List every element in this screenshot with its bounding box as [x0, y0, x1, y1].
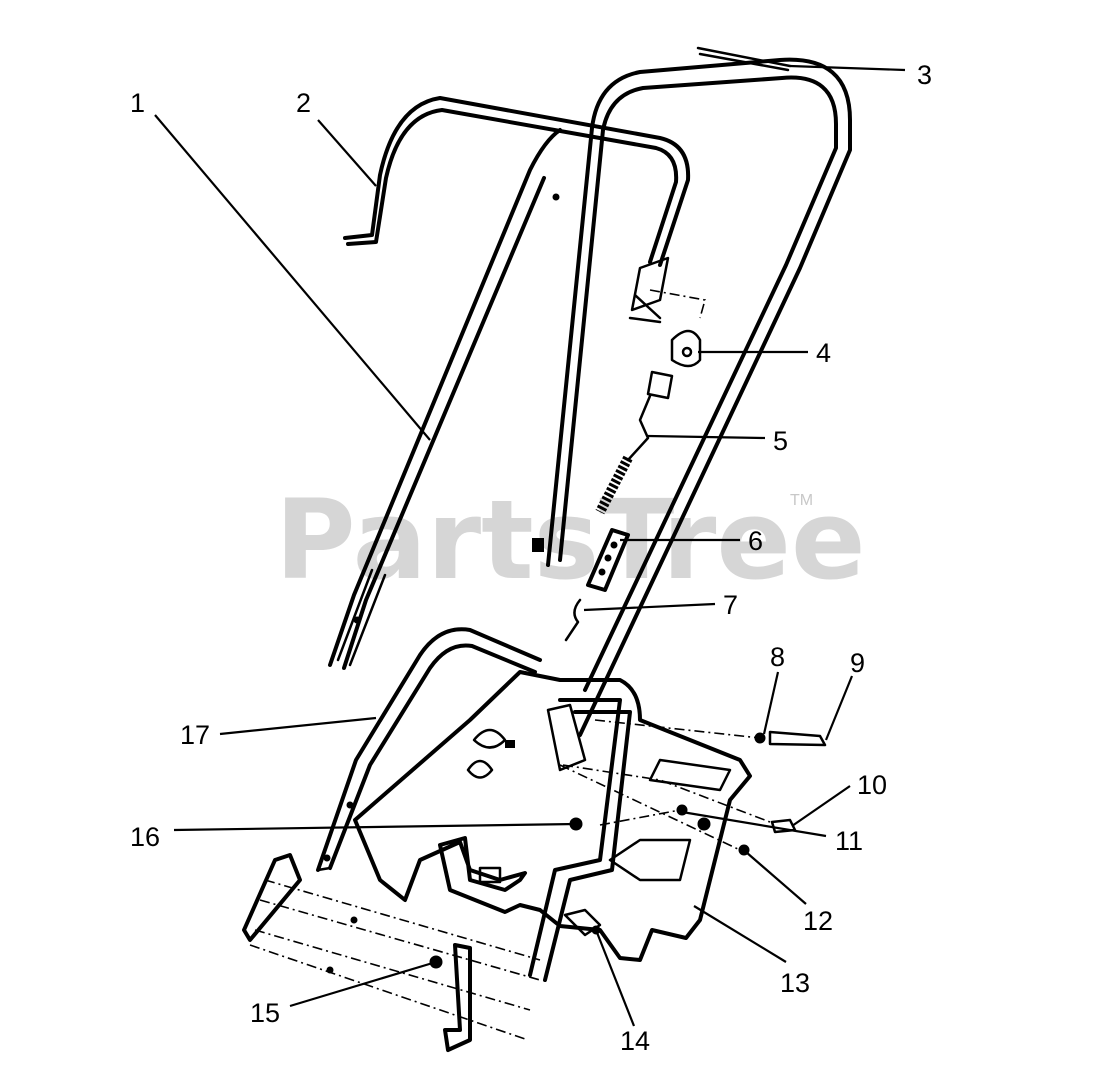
adjustment-bracket — [586, 528, 630, 592]
callout-6: 6 — [748, 526, 763, 556]
callout-2: 2 — [296, 88, 311, 118]
callout-9: 9 — [850, 648, 865, 678]
leader-lines — [154, 64, 906, 1027]
callout-10: 10 — [857, 770, 887, 800]
callout-13: 13 — [780, 968, 810, 998]
callout-1: 1 — [130, 88, 145, 118]
control-bail — [343, 96, 707, 324]
knob — [532, 538, 544, 552]
hardware — [429, 719, 827, 969]
hairpin-clip — [564, 598, 582, 642]
nut-13-icon — [697, 817, 711, 831]
right-handle-bracket — [528, 698, 632, 982]
partstree-watermark: PartsTree TM — [275, 476, 866, 604]
cable-cap — [670, 329, 702, 368]
callout-14: 14 — [620, 1026, 650, 1056]
callout-16: 16 — [130, 822, 160, 852]
deck-plate — [353, 670, 752, 962]
spring-assembly — [595, 370, 674, 515]
callout-3: 3 — [917, 60, 932, 90]
lower-handle-frame — [316, 627, 542, 872]
upper-handle — [546, 46, 852, 737]
callout-labels: 1 2 3 4 5 6 7 8 9 10 11 12 13 14 15 16 1… — [130, 60, 932, 1056]
watermark-text: PartsTree — [275, 476, 866, 604]
callout-7: 7 — [723, 590, 738, 620]
callout-17: 17 — [180, 720, 210, 750]
watermark-trademark: TM — [790, 492, 813, 509]
height-adjuster — [563, 908, 602, 937]
callout-5: 5 — [773, 426, 788, 456]
callout-8: 8 — [770, 642, 785, 672]
axle-bracket — [242, 853, 541, 1052]
callout-11: 11 — [835, 826, 863, 856]
callout-12: 12 — [803, 906, 833, 936]
lower-handle-left — [328, 128, 562, 670]
callout-15: 15 — [250, 998, 280, 1028]
callout-4: 4 — [816, 338, 831, 368]
bolt-9-icon — [768, 730, 827, 747]
